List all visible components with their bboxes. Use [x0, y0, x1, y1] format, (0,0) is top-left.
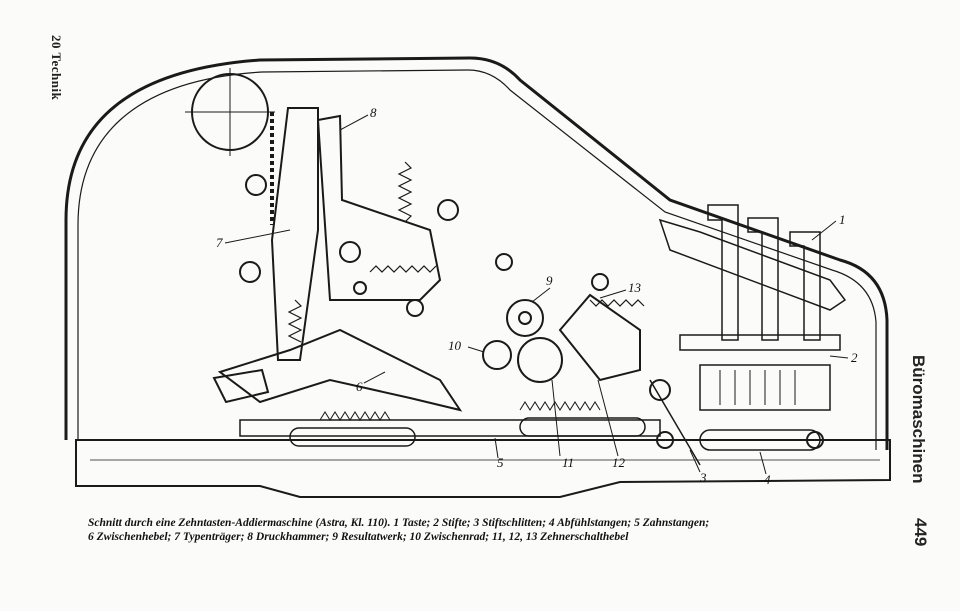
- type-carrier: [270, 107, 319, 361]
- key-stem-3: [789, 231, 821, 341]
- label-10: 10: [448, 338, 462, 353]
- tens-lever: [558, 293, 641, 382]
- page-number: 449: [911, 518, 930, 547]
- pin-carriage: [679, 334, 841, 351]
- housing-inner: [77, 69, 877, 450]
- result-wheel: [506, 299, 544, 337]
- machine-base: [75, 439, 891, 498]
- figure-caption: Schnitt durch eine Zehntasten-Addiermasc…: [88, 516, 888, 544]
- label-4: 4: [764, 472, 771, 487]
- caption-line-1: Schnitt durch eine Zehntasten-Addiermasc…: [88, 517, 710, 529]
- key-stem-1: [707, 204, 739, 341]
- label-12: 12: [612, 455, 626, 470]
- label-9: 9: [546, 273, 553, 288]
- label-11: 11: [562, 455, 574, 470]
- label-3: 3: [699, 470, 707, 485]
- housing-outline: [64, 56, 889, 450]
- intermediate-gear: [482, 340, 512, 370]
- caption-line-2: 6 Zwischenhebel; 7 Typenträger; 8 Druckh…: [88, 531, 629, 543]
- key-stem-2: [747, 217, 779, 341]
- rack-bar: [239, 419, 661, 437]
- label-7: 7: [216, 235, 223, 250]
- label-2: 2: [851, 350, 858, 365]
- part-labels: 1 2 3 4 5 6 7 8 9 10 11 12 13: [216, 105, 858, 487]
- label-6: 6: [356, 379, 363, 394]
- label-8: 8: [370, 105, 377, 120]
- label-5: 5: [497, 455, 504, 470]
- label-13: 13: [628, 280, 642, 295]
- label-1: 1: [839, 212, 846, 227]
- left-running-head: 20 Technik: [49, 35, 64, 101]
- intermediate-lever: [217, 328, 463, 412]
- right-running-head: Büromaschinen: [909, 355, 928, 484]
- print-hammer: [316, 114, 442, 301]
